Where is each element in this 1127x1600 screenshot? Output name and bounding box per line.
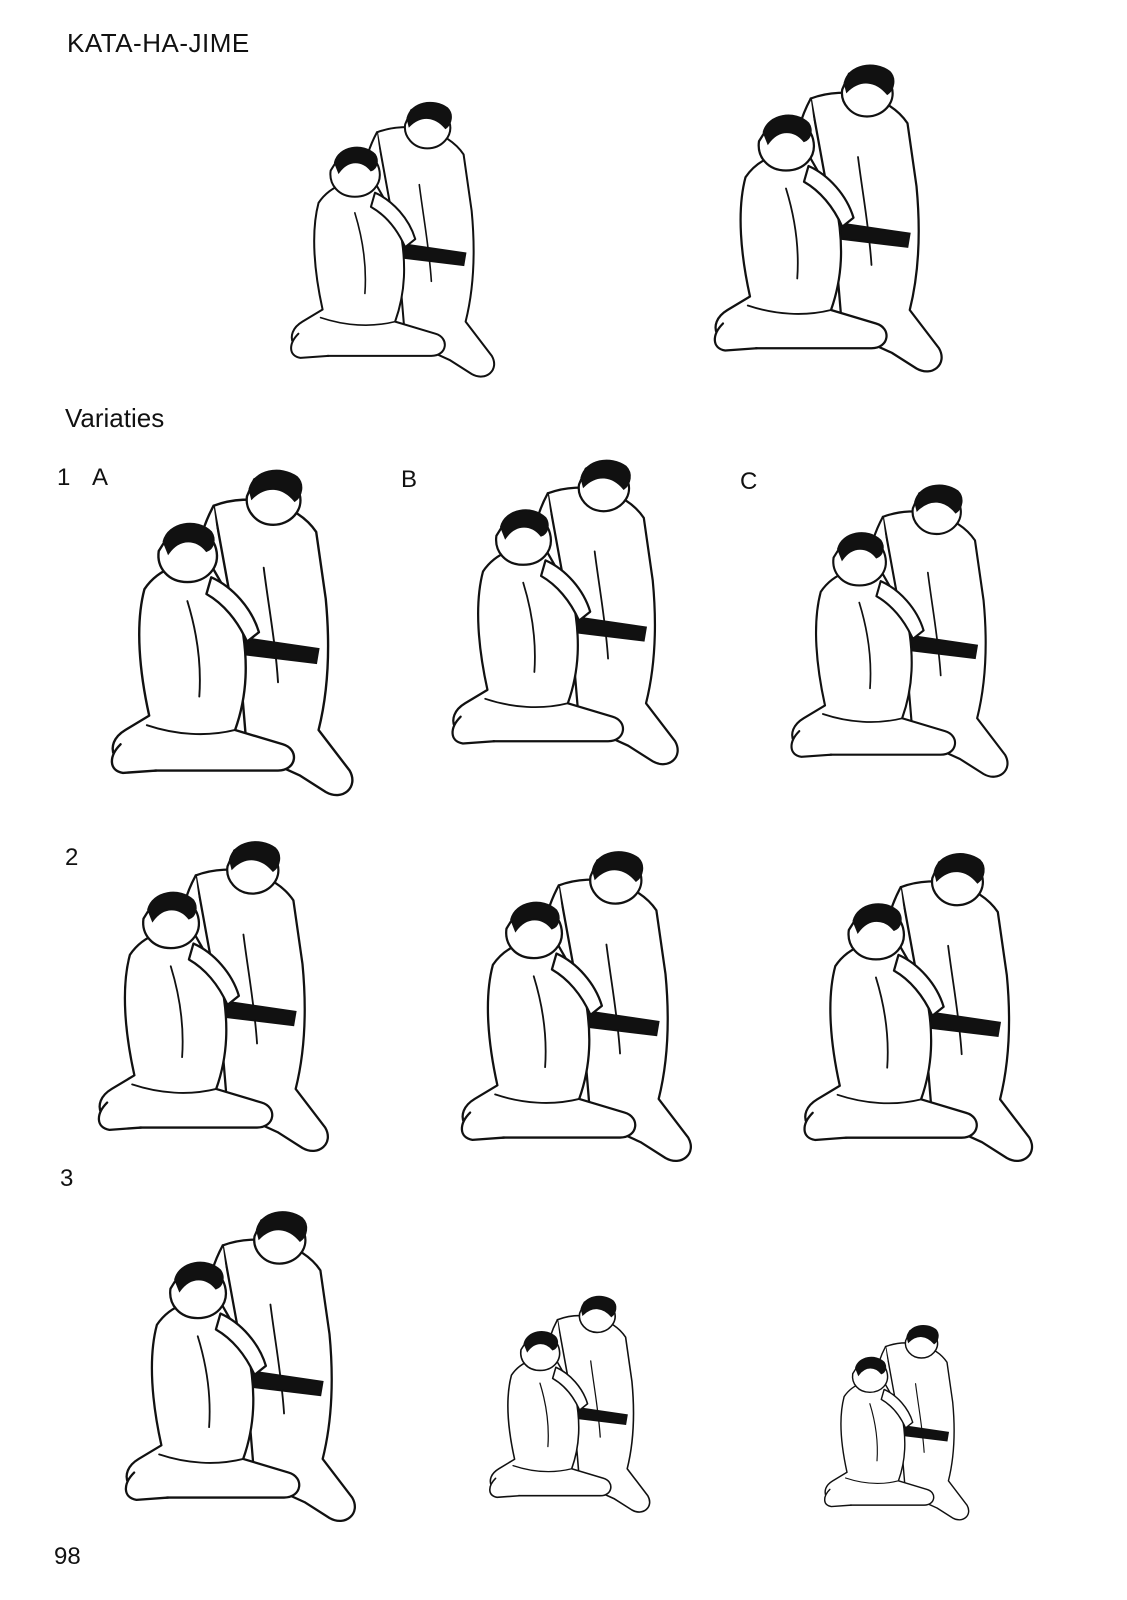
row-number-1: 1 [57, 464, 71, 491]
illustration-2-3 [746, 842, 1060, 1163]
illustration-3-3 [724, 1318, 1050, 1521]
illustration-3-2 [406, 1288, 712, 1513]
panel-label-a: A [92, 464, 109, 491]
page-number: 98 [54, 1543, 81, 1570]
illustration-1c [722, 474, 1048, 778]
illustration-main-1 [220, 92, 538, 378]
variations-heading: Variaties [65, 403, 165, 433]
technique-title: KATA-HA-JIME [67, 28, 250, 58]
panel-label-b: B [401, 466, 418, 493]
illustration-main-2 [678, 40, 948, 382]
row-number-2: 2 [65, 844, 79, 871]
illustration-1b [416, 438, 684, 772]
illustration-3-1 [80, 1200, 370, 1523]
illustration-2-1 [56, 830, 340, 1153]
illustration-2-2 [420, 840, 702, 1163]
row-number-3: 3 [60, 1165, 74, 1192]
panel-label-c: C [740, 468, 758, 495]
illustration-1a [66, 458, 366, 797]
